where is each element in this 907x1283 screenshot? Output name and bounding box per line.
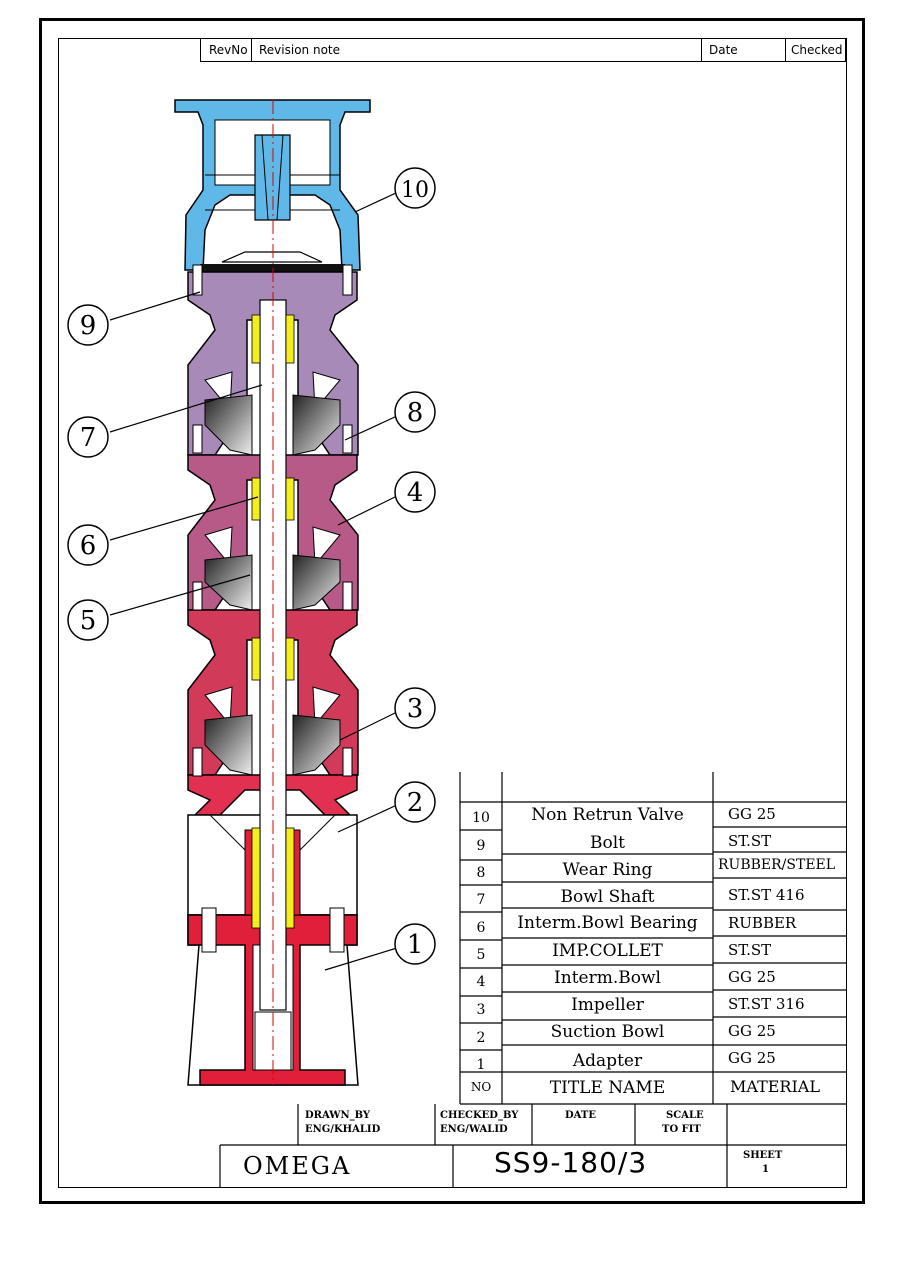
bearings <box>251 314 295 929</box>
part-name: Interm.Bowl Bearing <box>517 913 698 933</box>
part-name: Wear Ring <box>562 860 653 880</box>
sheet-value: 1 <box>762 1164 769 1175</box>
date-label: Date <box>709 43 738 57</box>
balloon-2: 2 <box>394 781 436 823</box>
part-material: GG 25 <box>728 1022 776 1040</box>
leader-lines <box>109 191 399 971</box>
part-name: Bolt <box>590 833 625 853</box>
revision-header: RevNo Revision note Date Checked <box>200 38 846 62</box>
date-block-label: DATE <box>565 1110 596 1121</box>
part-name: Impeller <box>571 995 644 1015</box>
title-block-grid <box>219 1104 846 1188</box>
drawn-by-value: ENG/KHALID <box>305 1124 381 1135</box>
impellers <box>204 394 341 776</box>
part-material: ST.ST 316 <box>728 995 805 1013</box>
rev-no-label: RevNo <box>209 43 248 57</box>
checked-by-label: CHECKED_BY <box>440 1110 519 1121</box>
balloon-label: 7 <box>80 423 97 453</box>
part-no: 5 <box>476 947 486 963</box>
company-name: OMEGA <box>243 1152 352 1180</box>
part-no: 3 <box>476 1002 486 1018</box>
balloon-8: 8 <box>394 391 436 433</box>
part-material: GG 25 <box>728 1049 776 1067</box>
sheet-label: SHEET <box>743 1150 783 1161</box>
part-material: ST.ST <box>728 832 772 850</box>
part-no: 2 <box>476 1030 486 1046</box>
part-no: 7 <box>476 892 486 908</box>
model-number: SS9-180/3 <box>494 1146 648 1179</box>
bowl-shaft <box>259 100 287 1085</box>
scale-label: SCALE <box>666 1110 704 1121</box>
balloon-label: 6 <box>80 531 97 561</box>
part-material: RUBBER <box>728 914 797 932</box>
balloon-label: 8 <box>407 398 424 428</box>
part-material: GG 25 <box>728 805 776 823</box>
drawing-outer-border <box>39 18 865 1204</box>
balloon-5: 5 <box>67 599 109 641</box>
part-name: IMP.COLLET <box>552 941 663 961</box>
part-name: Interm.Bowl <box>554 968 661 988</box>
part-name: Suction Bowl <box>550 1022 665 1042</box>
balloon-label: 9 <box>80 311 97 341</box>
part-no: 9 <box>476 838 486 854</box>
balloon-label: 4 <box>407 478 424 508</box>
part-balloons: 10 9 7 8 4 6 5 3 2 1 <box>67 167 436 965</box>
part-no: 6 <box>476 920 486 936</box>
balloon-label: 3 <box>407 694 424 724</box>
part-name: Non Retrun Valve <box>531 805 684 825</box>
drawn-by-label: DRAWN_BY <box>305 1110 371 1121</box>
parts-header-no: NO <box>470 1080 492 1094</box>
part-material: ST.ST <box>728 941 772 959</box>
balloon-9: 9 <box>67 304 109 346</box>
part-no: 8 <box>476 865 486 881</box>
part-name: Bowl Shaft <box>560 887 655 907</box>
part-no: 1 <box>476 1057 486 1073</box>
part-name: Adapter <box>572 1051 643 1071</box>
balloon-3: 3 <box>394 687 436 729</box>
balloon-10: 10 <box>394 167 436 209</box>
balloon-label: 5 <box>80 606 97 636</box>
revision-note-label: Revision note <box>259 43 340 57</box>
balloon-label: 10 <box>401 178 429 203</box>
checked-by-value: ENG/WALID <box>440 1124 508 1135</box>
balloon-1: 1 <box>394 923 436 965</box>
parts-table-grid <box>459 772 846 1105</box>
balloon-label: 2 <box>407 788 424 818</box>
parts-header-material: MATERIAL <box>730 1077 820 1096</box>
balloon-4: 4 <box>394 471 436 513</box>
balloon-6: 6 <box>67 524 109 566</box>
balloon-7: 7 <box>67 416 109 458</box>
scale-value: TO FIT <box>662 1124 701 1135</box>
part-material: RUBBER/STEEL <box>718 857 836 873</box>
part-material: GG 25 <box>728 968 776 986</box>
part-no: 4 <box>476 974 486 990</box>
part-material: ST.ST 416 <box>728 886 805 904</box>
checked-label: Checked <box>791 43 843 57</box>
balloon-label: 1 <box>407 930 424 960</box>
part-no: 10 <box>472 810 490 826</box>
parts-header-name: TITLE NAME <box>549 1078 666 1098</box>
